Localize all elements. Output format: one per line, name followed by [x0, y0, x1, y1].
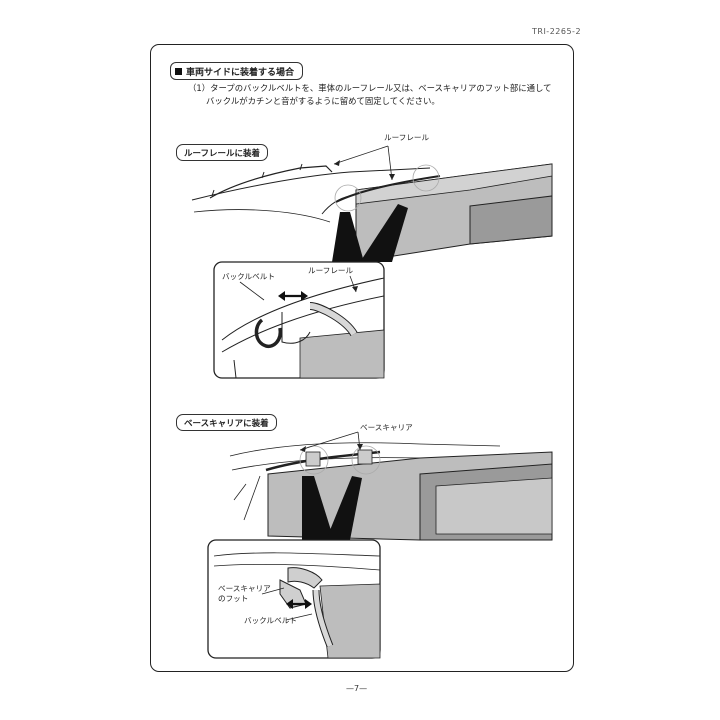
page-frame	[150, 44, 574, 672]
detail-roof-rail-label: ルーフレール	[308, 266, 354, 275]
detail-base-carrier-foot-line-1: ベースキャリア	[218, 584, 271, 593]
roof-rail-label: ルーフレール	[384, 133, 430, 142]
section-heading-text: 車両サイドに装着する場合	[186, 67, 295, 78]
roof-rail-figure-title: ルーフレールに装着	[176, 144, 268, 161]
detail-buckle-belt-label-2: バックルベルト	[244, 616, 297, 625]
base-carrier-figure-title: ベースキャリアに装着	[176, 414, 277, 431]
instruction-text: （1）タープのバックルベルトを、車体のルーフレール又は、ベースキャリアのフット部…	[188, 82, 552, 108]
section-heading: 車両サイドに装着する場合	[170, 62, 304, 80]
detail-base-carrier-foot-line-2: のフット	[218, 594, 249, 603]
instruction-line-1: （1）タープのバックルベルトを、車体のルーフレール又は、ベースキャリアのフット部…	[188, 83, 552, 93]
detail-base-carrier-foot-label: ベースキャリア のフット	[218, 584, 271, 604]
base-carrier-label: ベースキャリア	[360, 423, 413, 432]
roof-rail-figure-title-text: ルーフレールに装着	[184, 148, 260, 159]
instruction-line-2: バックルがカチンと音がするように留めて固定してください。	[206, 96, 440, 106]
document-code: TRI-2265-2	[532, 27, 582, 36]
square-bullet-icon	[175, 67, 182, 75]
detail-buckle-belt-label: バックルベルト	[222, 272, 275, 281]
base-carrier-figure-title-text: ベースキャリアに装着	[184, 418, 269, 429]
page-number: —7—	[346, 684, 368, 693]
